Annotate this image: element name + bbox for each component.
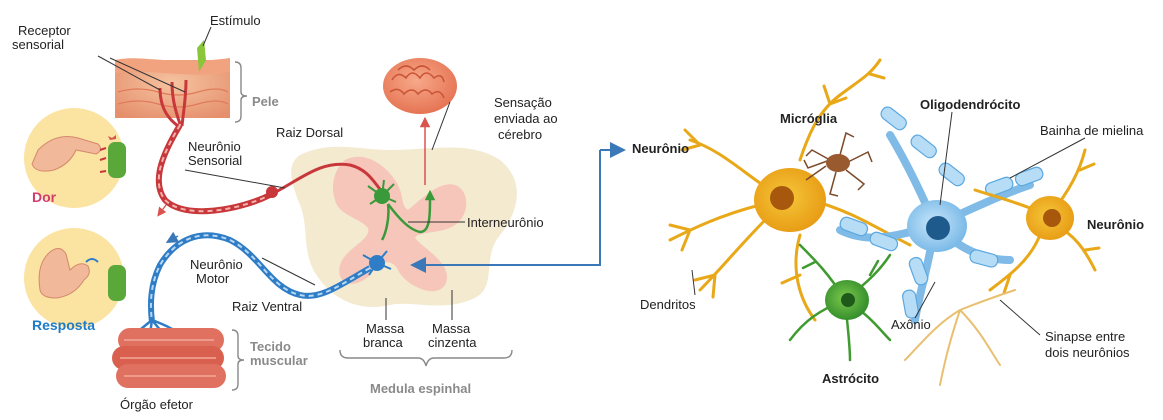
response-hand-icon xyxy=(24,228,126,328)
sensory-neuron-label-line2: Sensorial xyxy=(188,154,242,168)
response-label: Resposta xyxy=(32,318,95,332)
white-matter-label-line2: branca xyxy=(363,336,403,350)
axon-label: Axônio xyxy=(891,318,931,332)
effector-organ-label: Órgão efetor xyxy=(120,398,193,412)
gray-matter-label-line1: Massa xyxy=(432,322,470,336)
oligodendrocyte-label: Oligodendrócito xyxy=(920,98,1020,112)
white-matter-label-line1: Massa xyxy=(366,322,404,336)
myelin-sheath-label: Bainha de mielina xyxy=(1040,124,1143,138)
skin-label: Pele xyxy=(252,95,279,109)
muscle-label-line1: Tecido xyxy=(250,340,291,354)
gray-matter-label-line2: cinzenta xyxy=(428,336,476,350)
spinal-cord-label: Medula espinhal xyxy=(370,382,471,396)
motor-neuron-label-line2: Motor xyxy=(196,272,229,286)
neuron-right-label: Neurônio xyxy=(1087,218,1144,232)
skin-bracket xyxy=(235,62,247,122)
stimulus-label: Estímulo xyxy=(210,14,261,28)
sensation-label-line2: enviada ao xyxy=(494,112,558,126)
receptor-label-line1: Receptor xyxy=(18,24,71,38)
astrocyte-label: Astrócito xyxy=(822,372,879,386)
sensation-label-line1: Sensação xyxy=(494,96,552,110)
sensory-neuron-label-line1: Neurônio xyxy=(188,140,241,154)
receptor-label-line2: sensorial xyxy=(12,38,64,52)
sensation-label-line3: cérebro xyxy=(498,128,542,142)
motor-neuron-label-line1: Neurônio xyxy=(190,258,243,272)
muscle-label-line2: muscular xyxy=(250,354,308,368)
interneuron-label: Interneurônio xyxy=(467,216,544,230)
muscle-tissue xyxy=(112,328,244,390)
brain-icon xyxy=(383,58,457,114)
spinal-bracket xyxy=(340,350,512,366)
ventral-root-label: Raiz Ventral xyxy=(232,300,302,314)
pain-label: Dor xyxy=(32,190,56,204)
dorsal-root-label: Raiz Dorsal xyxy=(276,126,343,140)
synapse-label-line1: Sinapse entre xyxy=(1045,330,1125,344)
glial-illustration xyxy=(670,60,1099,385)
dendrites-label: Dendritos xyxy=(640,298,696,312)
neuron-left-label: Neurônio xyxy=(632,142,689,156)
microglia-label: Micróglia xyxy=(780,112,837,126)
synapse-label-line2: dois neurônios xyxy=(1045,346,1130,360)
